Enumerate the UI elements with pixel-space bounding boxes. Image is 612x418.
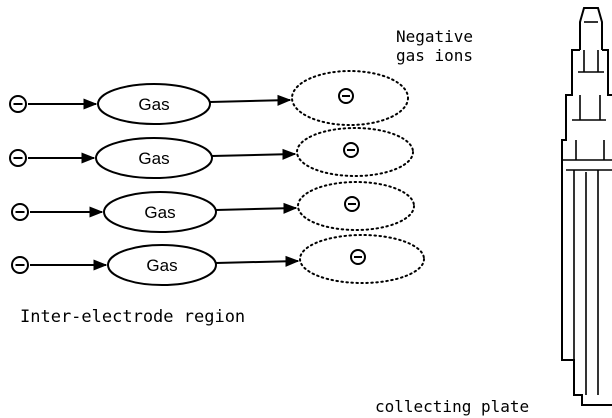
negative-gas-ion [291, 70, 409, 126]
negative-gas-ion [296, 127, 414, 177]
inter-electrode-region-label: Inter-electrode region [20, 307, 245, 327]
gas-to-ion-arrow [209, 94, 292, 106]
gas-to-ion-arrow [215, 255, 300, 267]
gas-molecule [103, 191, 217, 233]
negative-ions-label-line1: Negative [396, 27, 473, 46]
capture-row: Gas [9, 127, 414, 179]
captured-electron-icon [344, 196, 360, 212]
capture-row: Gas [11, 234, 425, 286]
gas-to-ion-arrow [215, 202, 298, 214]
capture-row: Gas [9, 70, 409, 126]
gas-label: Gas [146, 256, 177, 275]
gas-molecule [97, 83, 211, 125]
negative-gas-ion [299, 234, 425, 284]
free-electron-icon [9, 149, 27, 167]
gas-molecule [107, 244, 217, 286]
gas-to-ion-arrow [211, 148, 297, 160]
captured-electron-icon [350, 249, 366, 265]
captured-electron-icon [338, 88, 354, 104]
negative-gas-ion [297, 181, 415, 231]
free-electron-icon [11, 256, 29, 274]
collecting-plate-electrode [561, 7, 612, 406]
gas-molecule [95, 137, 213, 179]
free-electron-icon [9, 95, 27, 113]
negative-ions-label-line2: gas ions [396, 46, 473, 65]
captured-electron-icon [343, 142, 359, 158]
capture-row: Gas [11, 181, 415, 233]
free-electron-icon [11, 203, 29, 221]
gas-label: Gas [138, 149, 169, 168]
collecting-plate-label: collecting plate [375, 397, 529, 416]
gas-label: Gas [138, 95, 169, 114]
gas-label: Gas [144, 203, 175, 222]
